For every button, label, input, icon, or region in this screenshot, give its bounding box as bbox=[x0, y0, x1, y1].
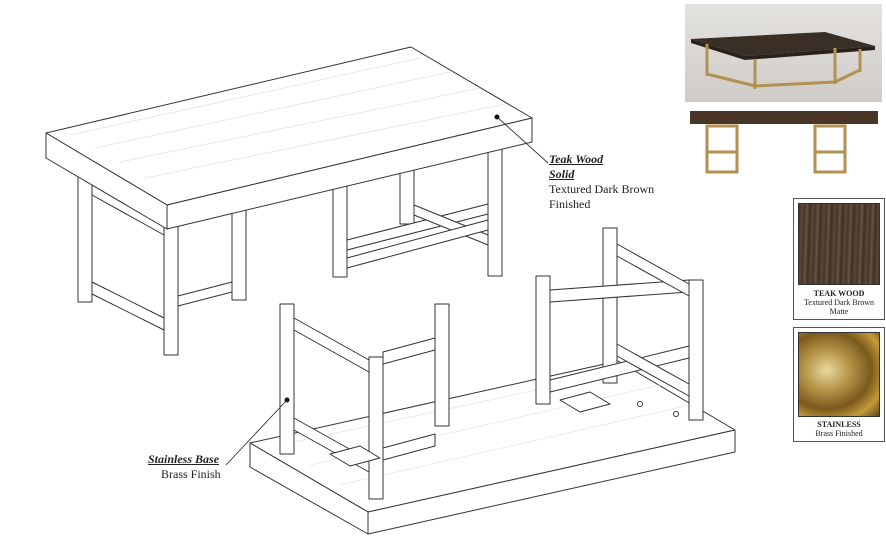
stainless-swatch-name: STAINLESS bbox=[817, 420, 861, 429]
teak-wood-callout-body-2: Finished bbox=[549, 197, 591, 211]
brass-texture bbox=[798, 332, 880, 417]
teak-wood-swatch-name: TEAK WOOD bbox=[813, 289, 865, 298]
teak-wood-swatch-desc-2: Matte bbox=[829, 307, 849, 316]
teak-wood-callout-title-1: Teak Wood bbox=[549, 152, 604, 166]
stainless-swatch-desc: Brass Finished bbox=[815, 429, 863, 438]
swatch-stainless: STAINLESS Brass Finished bbox=[793, 327, 885, 442]
product-photo-side bbox=[690, 108, 880, 176]
stainless-base-callout-body: Brass Finish bbox=[161, 467, 221, 481]
teak-wood-callout-body-1: Textured Dark Brown bbox=[549, 182, 655, 196]
teak-wood-callout-title-2: Solid bbox=[549, 167, 575, 181]
assembled-table bbox=[45, 46, 533, 356]
teak-wood-texture bbox=[798, 203, 880, 285]
inverted-table bbox=[249, 227, 736, 535]
stainless-base-callout-title: Stainless Base bbox=[148, 452, 220, 466]
table-top-side-edge bbox=[166, 117, 533, 230]
teak-wood-swatch-desc-1: Textured Dark Brown bbox=[803, 298, 875, 307]
product-photo-studio bbox=[685, 4, 882, 102]
swatch-teak-wood: TEAK WOOD Textured Dark Brown Matte bbox=[793, 198, 885, 320]
